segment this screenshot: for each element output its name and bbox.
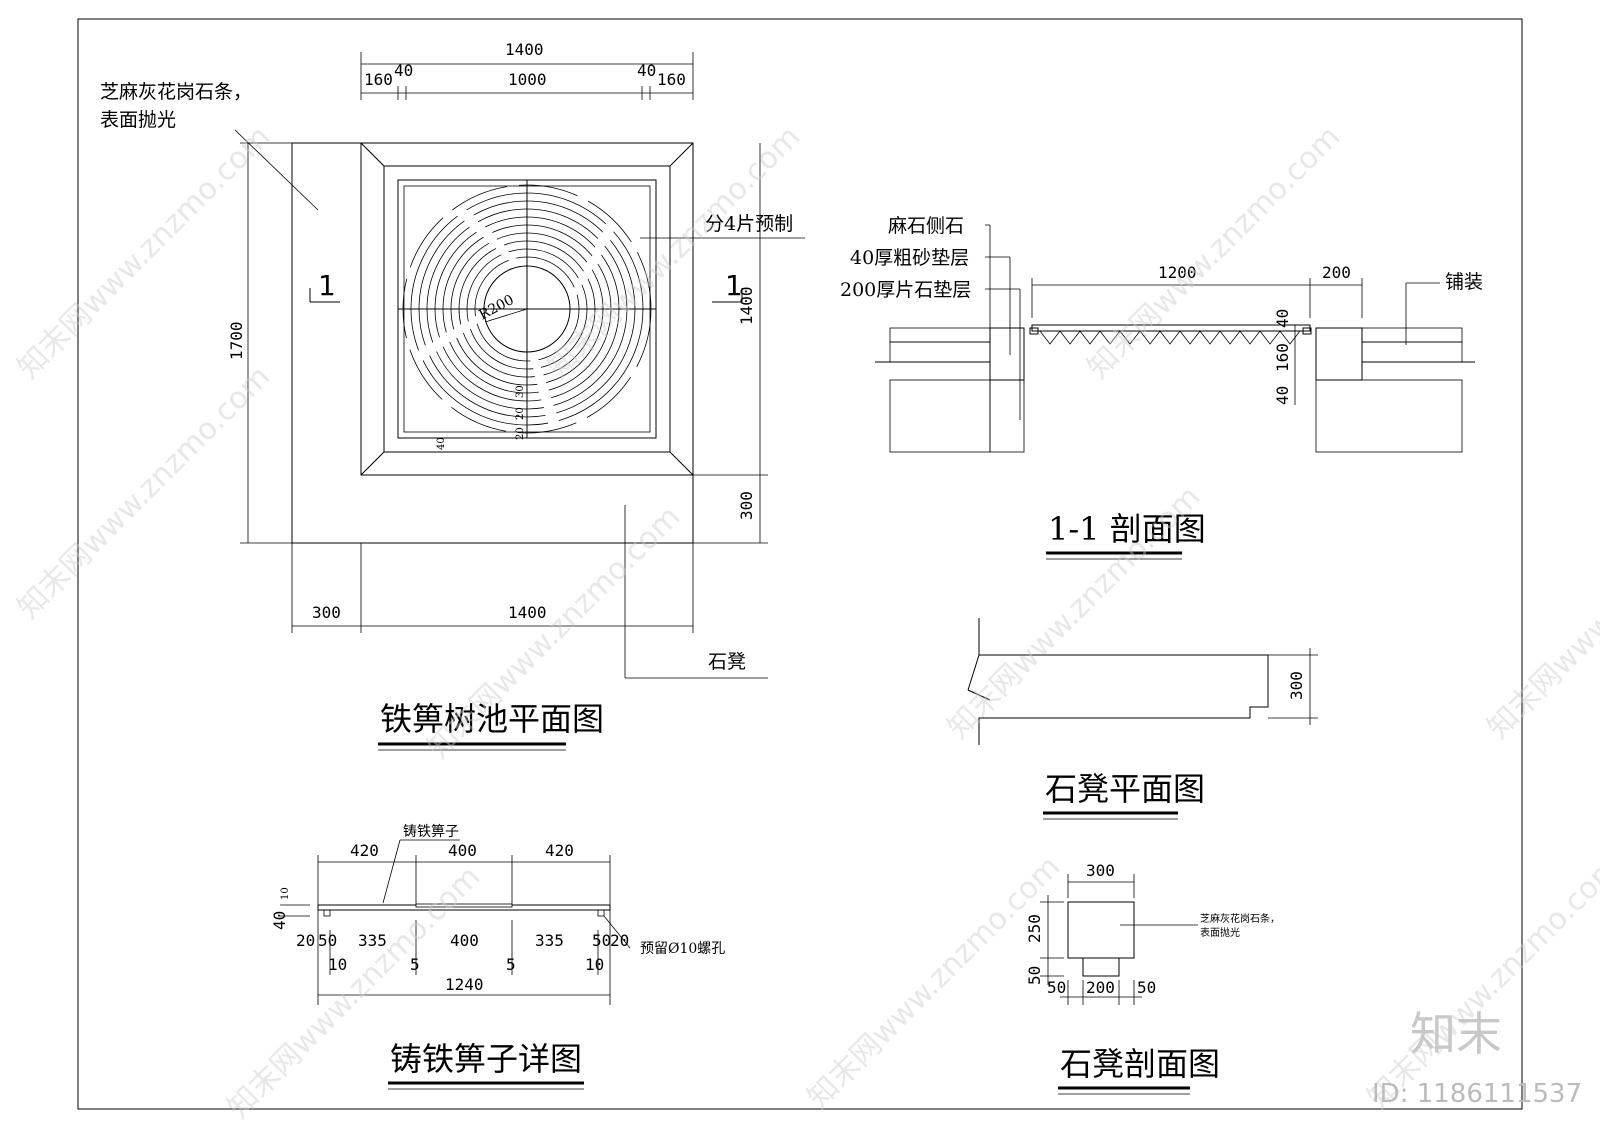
svg-text:知末网www.znzmo.com: 知末网www.znzmo.com [1081, 119, 1347, 385]
paving-label: 铺装 [1445, 271, 1483, 293]
svg-text:50: 50 [1047, 978, 1066, 997]
svg-text:1400: 1400 [508, 603, 547, 622]
svg-text:250: 250 [1025, 914, 1044, 943]
svg-text:50: 50 [1025, 966, 1044, 985]
plan-material-label-1: 芝麻灰花岗石条， [100, 81, 252, 103]
svg-text:40厚粗砂垫层: 40厚粗砂垫层 [850, 247, 969, 269]
plan-material-label-2: 表面抛光 [100, 109, 176, 131]
section-1-1: 麻石侧石 40厚粗砂垫层 200厚片石垫层 1200 200 [840, 215, 1483, 560]
svg-text:20: 20 [610, 931, 629, 950]
svg-text:200厚片石垫层: 200厚片石垫层 [840, 279, 971, 301]
svg-text:表面抛光: 表面抛光 [1200, 926, 1240, 939]
plan-bench-label: 石凳 [708, 651, 746, 673]
svg-text:400: 400 [448, 841, 477, 860]
pit-inner-frame [383, 165, 671, 453]
watermark-layer: 知末网www.znzmo.com 知末网www.znzmo.com 知末网www… [11, 119, 1600, 1125]
svg-text:20: 20 [515, 427, 526, 440]
plan-outline [291, 142, 694, 544]
grate-title: 铸铁箅子详图 [390, 1040, 582, 1078]
section-mark-left: 1 [318, 269, 336, 302]
svg-text:10: 10 [328, 955, 347, 974]
svg-text:200: 200 [1086, 978, 1115, 997]
svg-text:40: 40 [1273, 386, 1292, 405]
svg-text:50: 50 [1137, 978, 1156, 997]
svg-text:20: 20 [515, 407, 526, 420]
svg-text:335: 335 [535, 931, 564, 950]
svg-text:160: 160 [1273, 343, 1292, 372]
bench-section-title: 石凳剖面图 [1060, 1045, 1220, 1083]
svg-text:300: 300 [1287, 671, 1306, 700]
plan-title: 铁箅树池平面图 [380, 700, 604, 738]
section-title: 1-1 剖面图 [1048, 510, 1206, 548]
svg-text:335: 335 [358, 931, 387, 950]
sheet-border [77, 18, 1523, 1110]
svg-text:300: 300 [1086, 861, 1115, 880]
svg-text:1700: 1700 [227, 321, 246, 360]
watermark-id: ID: 1186111537 [1372, 1079, 1582, 1109]
svg-text:1400: 1400 [505, 40, 544, 59]
svg-text:知末网www.znzmo.com: 知末网www.znzmo.com [1361, 849, 1600, 1115]
pit-outer-frame [360, 142, 694, 476]
svg-text:1000: 1000 [508, 70, 547, 89]
grate-detail: 铸铁箅子 420 400 420 10 40 20 50 335 400 335… [270, 824, 725, 1090]
bolt-hole-label: 预留Ø10螺孔 [640, 941, 725, 957]
svg-text:麻石侧石: 麻石侧石 [888, 215, 964, 237]
svg-text:芝麻灰花岗石条，: 芝麻灰花岗石条， [1200, 912, 1280, 925]
svg-text:20: 20 [296, 931, 315, 950]
svg-text:10: 10 [280, 887, 291, 900]
svg-text:5: 5 [506, 955, 516, 974]
section-mark-right: 1 [725, 269, 743, 302]
svg-text:铸铁箅子: 铸铁箅子 [403, 824, 459, 840]
svg-text:知末网www.znzmo.com: 知末网www.znzmo.com [541, 119, 807, 385]
svg-text:420: 420 [545, 841, 574, 860]
svg-text:知末网www.znzmo.com: 知末网www.znzmo.com [1481, 479, 1600, 745]
svg-text:420: 420 [350, 841, 379, 860]
plan-precast-label: 分4片预制 [705, 213, 793, 235]
svg-text:40: 40 [637, 61, 656, 80]
bench-plan-title: 石凳平面图 [1045, 770, 1205, 808]
svg-text:1200: 1200 [1158, 263, 1197, 282]
svg-text:知末网www.znzmo.com: 知末网www.znzmo.com [11, 359, 277, 625]
svg-text:400: 400 [450, 931, 479, 950]
svg-text:10: 10 [585, 955, 604, 974]
tree-pit-plan: R200 1400 160 40 1000 40 160 1700 1400 3… [100, 40, 805, 751]
svg-text:1240: 1240 [445, 975, 484, 994]
watermark-logo: 知末 [1410, 1007, 1502, 1061]
svg-text:30: 30 [515, 385, 526, 398]
svg-text:40: 40 [436, 437, 447, 450]
svg-text:50: 50 [318, 931, 337, 950]
svg-text:40: 40 [1273, 309, 1292, 328]
svg-text:160: 160 [364, 70, 393, 89]
svg-text:300: 300 [737, 491, 756, 520]
svg-text:50: 50 [592, 931, 611, 950]
svg-text:40: 40 [270, 911, 289, 930]
svg-text:160: 160 [657, 70, 686, 89]
svg-text:40: 40 [394, 61, 413, 80]
svg-text:300: 300 [312, 603, 341, 622]
bench-section: 300 250 50 50 200 50 芝麻灰花岗石条， 表面抛光 石凳剖面图 [1025, 861, 1280, 1095]
grate-rings [402, 184, 652, 434]
tree-opening [483, 265, 571, 353]
svg-text:200: 200 [1322, 263, 1351, 282]
bench-plan: 300 石凳平面图 [967, 618, 1318, 820]
svg-text:5: 5 [410, 955, 420, 974]
